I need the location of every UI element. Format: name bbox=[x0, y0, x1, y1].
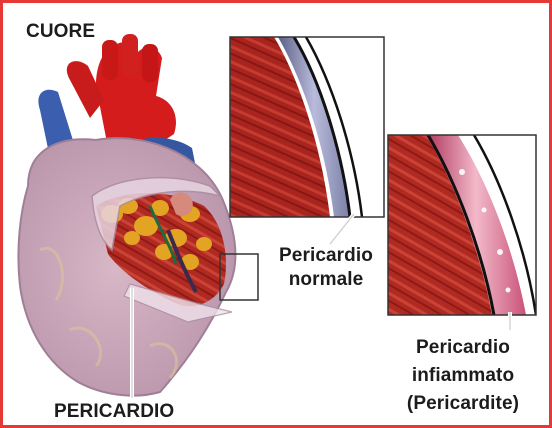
label-cuore: CUORE bbox=[26, 20, 95, 44]
artery-branch bbox=[102, 40, 118, 80]
label-line: Pericardio bbox=[396, 334, 530, 362]
normal-pericardium-panel bbox=[230, 37, 384, 217]
inflamed-pericardium-panel bbox=[388, 135, 536, 315]
label-pericardio: PERICARDIO bbox=[54, 400, 174, 424]
label-line: Pericardio bbox=[264, 244, 388, 268]
label-line: normale bbox=[264, 268, 388, 292]
label-pericardio-infiammato: Pericardio infiammato (Pericardite) bbox=[396, 334, 530, 418]
artery-branch bbox=[122, 34, 138, 76]
label-line: (Pericardite) bbox=[396, 390, 530, 418]
label-pericardio-normale: Pericardio normale bbox=[264, 244, 388, 292]
artery-branch bbox=[142, 44, 158, 82]
label-line: infiammato bbox=[396, 362, 530, 390]
